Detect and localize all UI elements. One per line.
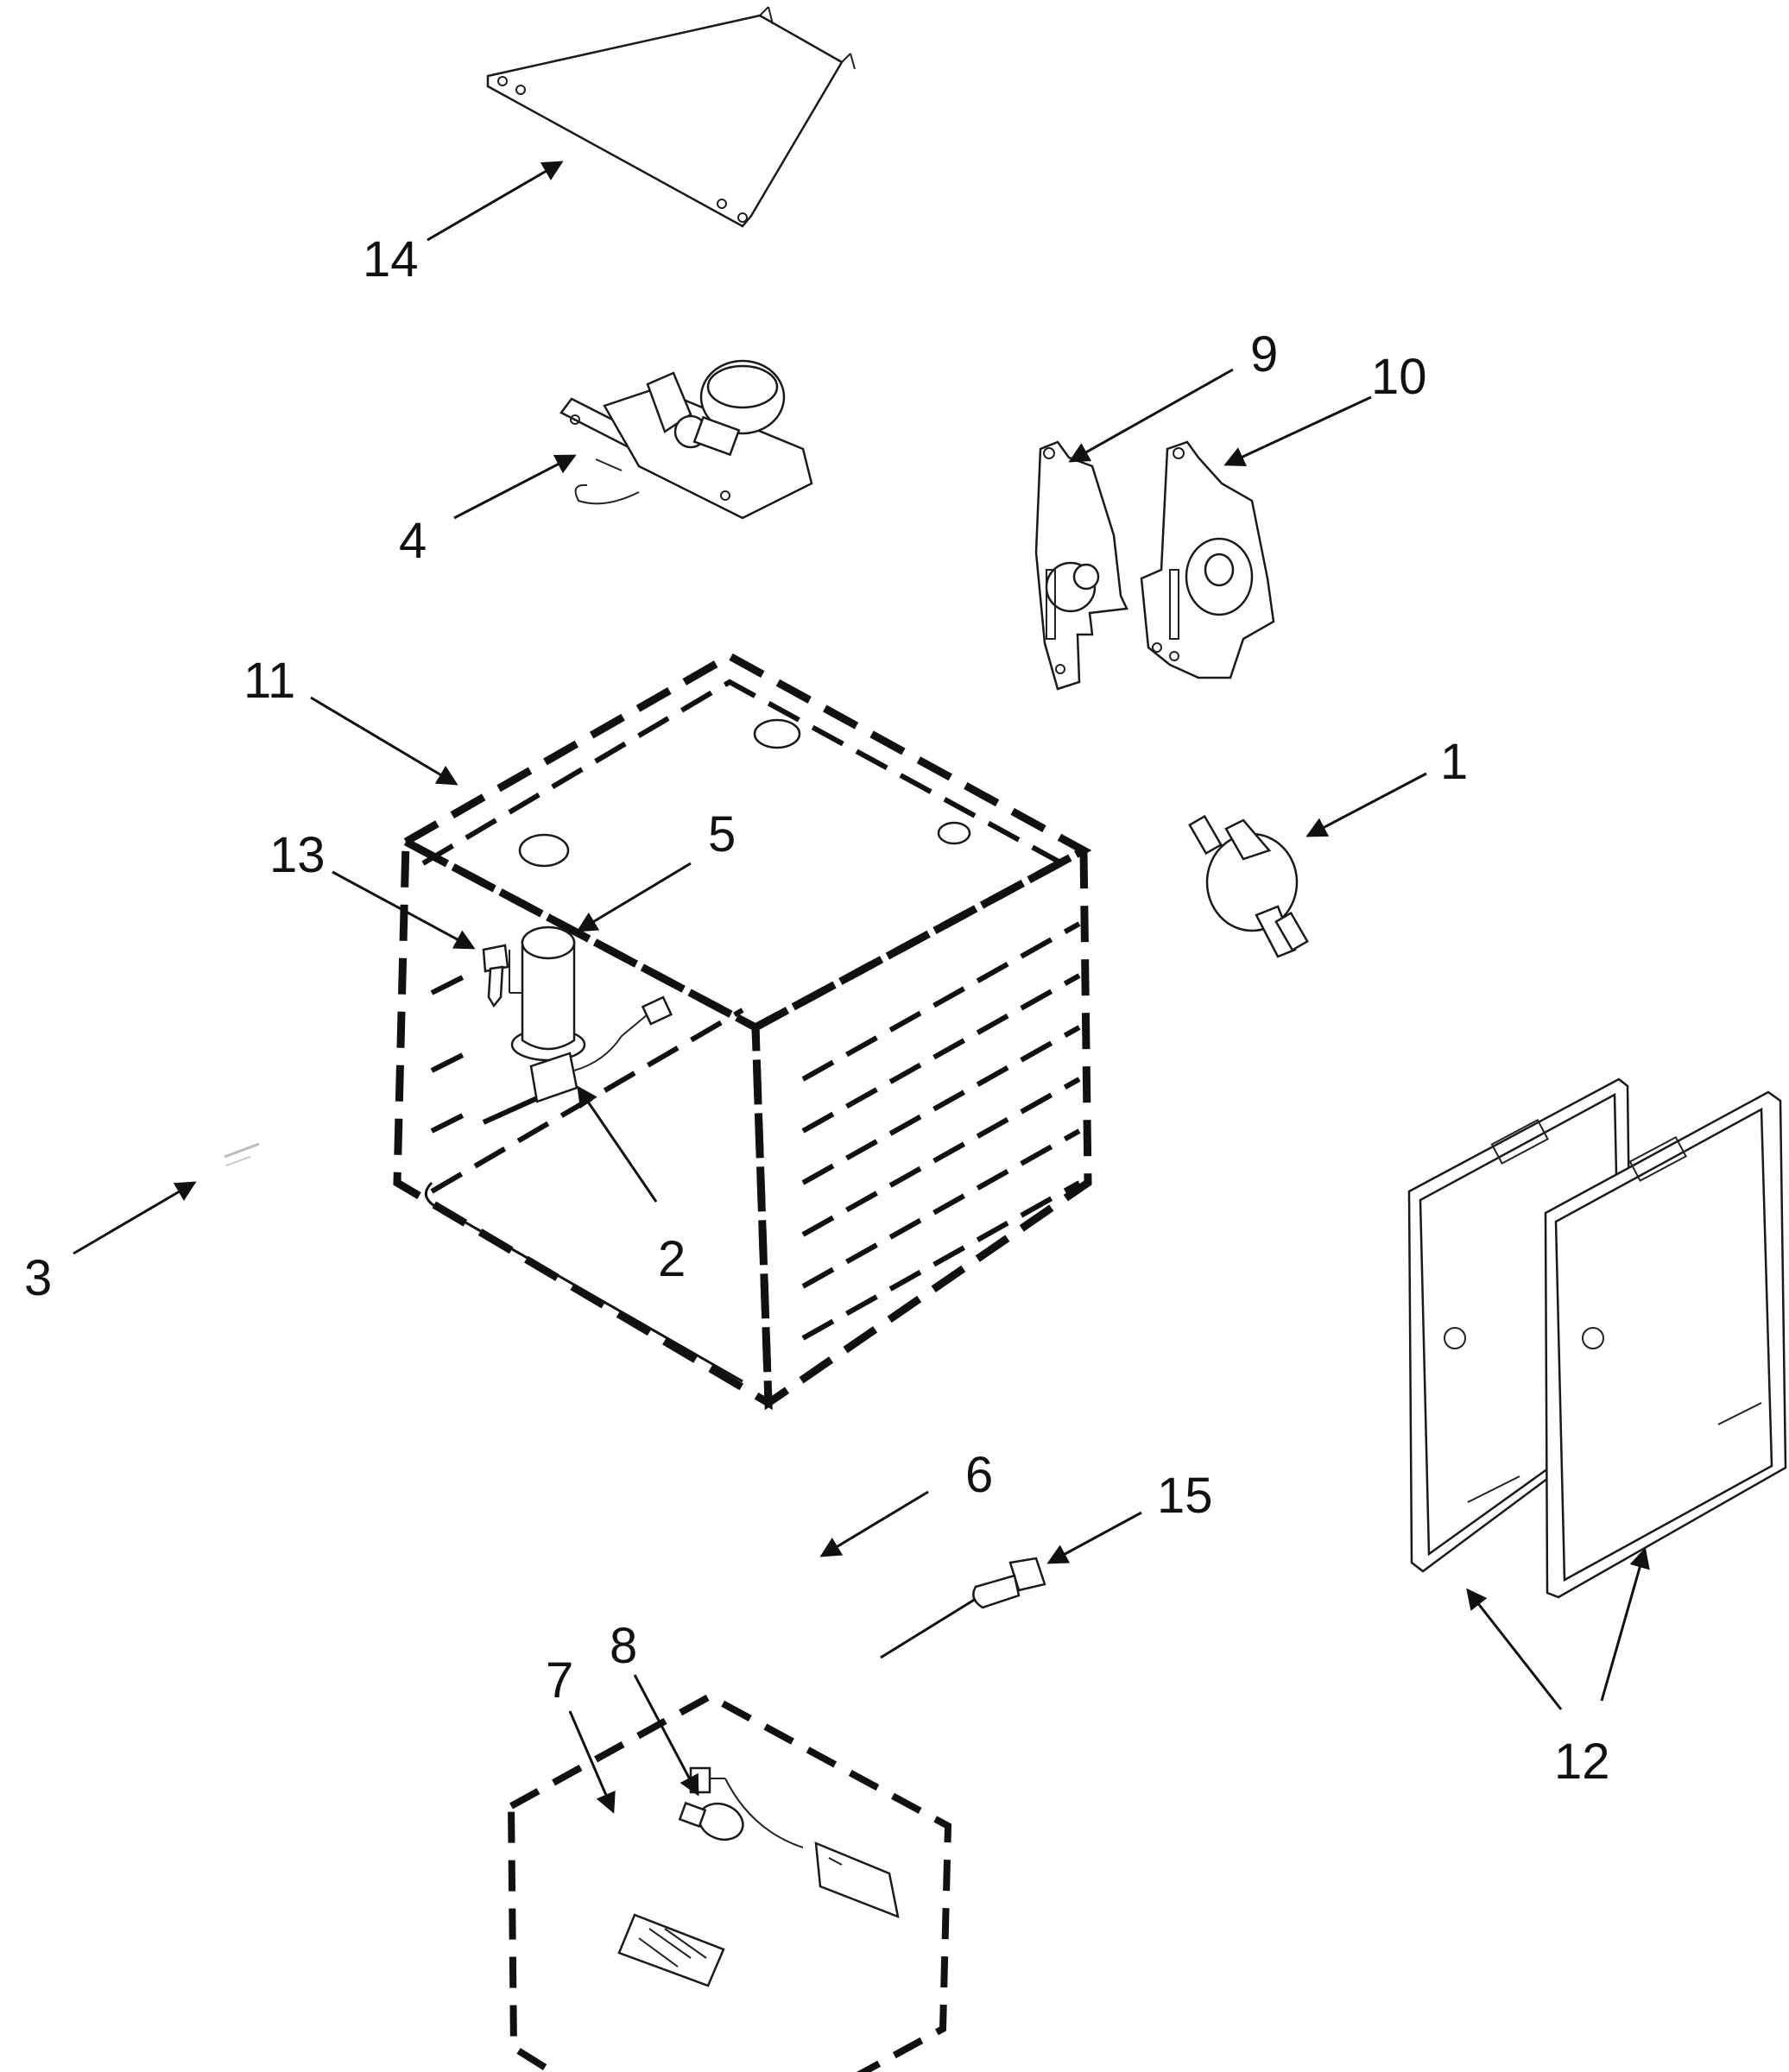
callout-8: 8 [610, 1618, 637, 1674]
leader-3 [73, 1181, 197, 1255]
leader-15 [1046, 1511, 1142, 1564]
screw-13-part [482, 944, 509, 1008]
callout-2: 2 [658, 1231, 686, 1287]
mounting-screw-part [972, 1557, 1046, 1609]
leader-5 [576, 862, 692, 932]
callout-11: 11 [243, 653, 295, 709]
side-panels-part [1407, 1077, 1787, 1599]
leader-2 [577, 1085, 658, 1203]
leader-12b [1600, 1547, 1650, 1702]
leader-10 [1223, 395, 1372, 467]
mounting-plate-part [486, 6, 856, 228]
leader-7 [568, 1710, 616, 1814]
light-socket-part [509, 925, 586, 1062]
callout-13: 13 [269, 827, 326, 883]
callout-6: 6 [965, 1447, 993, 1503]
callout-15: 15 [1157, 1468, 1213, 1524]
thermal-fuse-part [1188, 814, 1309, 958]
callout-4: 4 [399, 513, 427, 569]
leader-8 [633, 1674, 699, 1797]
callout-9: 9 [1250, 326, 1278, 382]
callout-14: 14 [363, 231, 419, 287]
rack-slots [801, 921, 1081, 1341]
fastener-3-part [224, 1142, 260, 1166]
leader-13 [332, 870, 476, 950]
light-bulb-part [678, 1801, 744, 1841]
leader-14 [427, 161, 564, 242]
light-lens-part [617, 1913, 725, 1987]
leader-12a [1466, 1588, 1563, 1710]
hinge-9-part [1034, 440, 1128, 691]
oven-cavity-part [393, 651, 1092, 1411]
leader-6 [819, 1490, 929, 1557]
temperature-sensor-part [482, 995, 673, 1125]
hinge-10-part [1140, 440, 1275, 679]
callout-12: 12 [1554, 1734, 1610, 1790]
leader-1 [1305, 772, 1427, 837]
callout-5: 5 [708, 806, 736, 862]
leader-15-to-kit [880, 1597, 977, 1659]
callout-3: 3 [24, 1250, 52, 1306]
latch-assembly-part [559, 359, 813, 520]
leader-4 [453, 454, 577, 520]
callout-10: 10 [1371, 349, 1427, 405]
leader-9 [1068, 368, 1234, 463]
leader-11 [310, 696, 458, 786]
light-kit-group [507, 1692, 952, 2072]
callout-7: 7 [546, 1652, 573, 1709]
callout-1: 1 [1440, 734, 1468, 790]
